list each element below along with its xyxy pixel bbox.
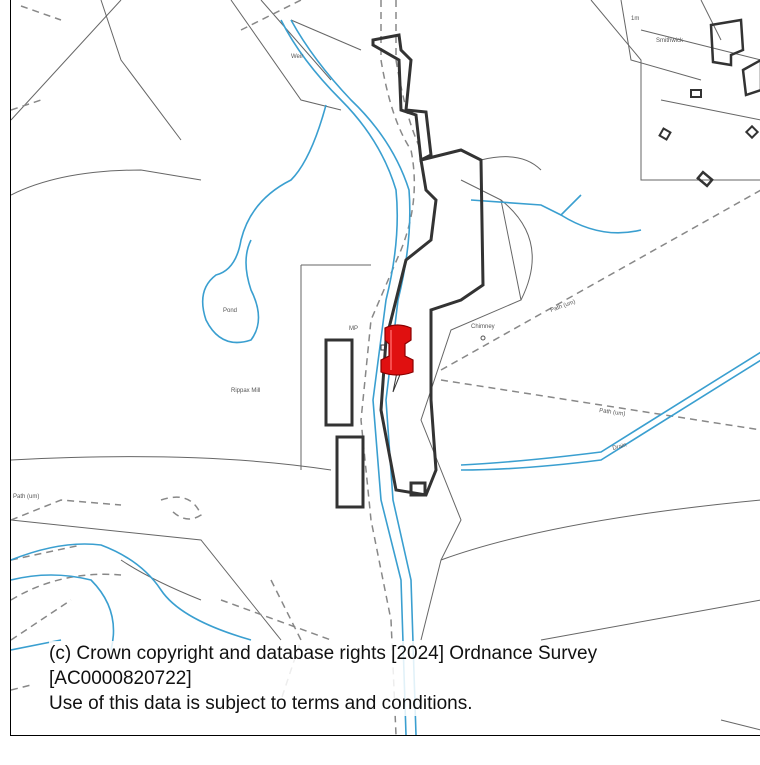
map-view[interactable]: Weir Chimney Rippax Mill Path (um) Path …	[10, 0, 760, 736]
label-small-top: 1m	[631, 16, 639, 22]
watercourses	[11, 19, 760, 735]
label-mill: Rippax Mill	[231, 388, 260, 394]
buildings	[324, 18, 760, 509]
label-drain: Drain	[612, 442, 627, 452]
copyright-line-1: (c) Crown copyright and database rights …	[49, 643, 598, 664]
building-north	[371, 33, 433, 163]
location-pin-icon[interactable]	[380, 324, 414, 393]
label-path-2: Path (um)	[599, 408, 626, 418]
copyright-terms: Use of this data is subject to terms and…	[49, 693, 473, 714]
label-chimney: Chimney	[471, 324, 495, 330]
label-path-left: Path (um)	[13, 494, 39, 500]
copyright-licence-number: [AC0000820722]	[49, 668, 192, 689]
copyright-notice: (c) Crown copyright and database rights …	[49, 641, 749, 716]
label-mp: MP	[349, 326, 358, 332]
label-pond: Pond	[223, 308, 237, 314]
building-west-1	[324, 338, 354, 427]
map-labels: Weir Chimney Rippax Mill Path (um) Path …	[13, 16, 684, 500]
label-house: Smithwick	[656, 38, 684, 44]
building-west-2	[335, 435, 365, 509]
label-path-1: Path (um)	[550, 299, 577, 314]
label-weir: Weir	[291, 54, 303, 60]
